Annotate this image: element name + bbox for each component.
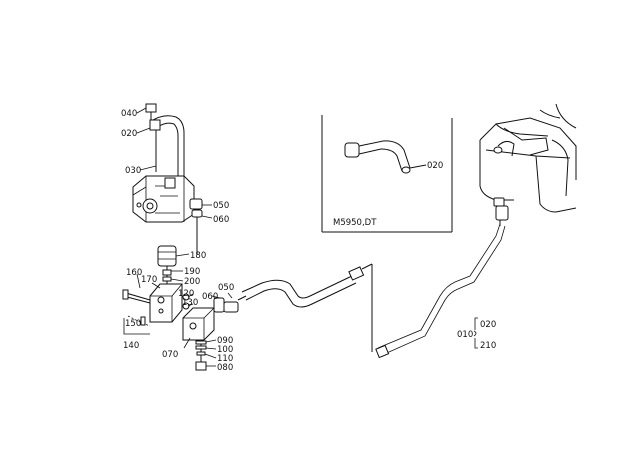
callout-labels: 040 020 030 050 060 180 160 170 190 200 … [121,109,234,373]
callout-090: 090 [217,336,233,346]
leader-lines [123,107,233,367]
callout-070: 070 [162,350,178,360]
callout-170: 170 [141,275,157,285]
callout-140: 140 [123,341,139,351]
range-to: 210 [480,341,496,351]
callout-080: 080 [217,363,233,373]
callout-050-top: 050 [213,201,229,211]
callout-060-mid: 060 [202,292,218,302]
inset-box: 020 M5950,DT [321,115,453,233]
callout-200: 200 [184,277,200,287]
model-label: M5950,DT [333,218,377,228]
range-note: 010 020 210 [457,317,496,351]
callout-020: 020 [121,129,137,139]
callout-160: 160 [126,268,142,278]
range-bracket [473,317,478,349]
tank [479,103,577,226]
callout-190: 190 [184,267,200,277]
callout-150: 150 [125,319,141,329]
pump-assembly [132,103,203,255]
callout-100: 100 [217,345,233,355]
inset-callout-020: 020 [427,161,443,171]
callout-050-mid: 050 [218,283,234,293]
hydraulic-pipe [241,223,506,359]
callout-110: 110 [217,354,233,364]
callout-180: 180 [190,251,206,261]
inset-pipe [344,140,427,174]
callout-120: 120 [178,289,194,299]
callout-030: 030 [125,166,141,176]
callout-060-top: 060 [213,215,229,225]
callout-130: 130 [182,298,198,308]
callout-040: 040 [121,109,137,119]
range-from: 020 [480,320,496,330]
range-base: 010 [457,330,473,340]
